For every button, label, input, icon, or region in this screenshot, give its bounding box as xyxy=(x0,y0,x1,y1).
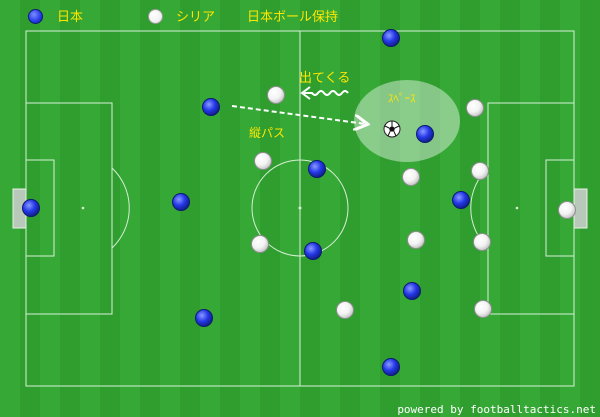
player-syria xyxy=(402,168,420,186)
right-goal xyxy=(573,188,588,229)
player-syria xyxy=(471,162,489,180)
left-penalty-spot xyxy=(81,206,85,210)
player-japan xyxy=(382,358,400,376)
legend-syria-label: シリア xyxy=(176,10,216,25)
player-japan xyxy=(195,309,213,327)
player-japan xyxy=(403,282,421,300)
player-syria xyxy=(336,301,354,319)
space-highlight xyxy=(354,80,460,162)
player-syria xyxy=(254,152,272,170)
legend-syria-marker xyxy=(148,9,163,24)
player-japan xyxy=(202,98,220,116)
player-syria xyxy=(466,99,484,117)
player-syria xyxy=(473,233,491,251)
vertical-pass-arrow xyxy=(231,105,366,124)
press-movement-arrow xyxy=(304,90,349,96)
japan-players xyxy=(22,29,470,376)
center-circle xyxy=(251,159,349,257)
player-japan xyxy=(172,193,190,211)
possession-label: 日本ボール保持 xyxy=(247,10,339,25)
player-syria xyxy=(407,231,425,249)
credit-text: powered by footballtactics.net xyxy=(397,403,596,416)
press-label: 出てくる xyxy=(299,71,351,86)
player-japan xyxy=(22,199,40,217)
legend-japan-label: 日本 xyxy=(57,10,84,25)
space-label: ｽﾍﾟｰｽ xyxy=(388,92,416,105)
player-japan xyxy=(416,125,434,143)
player-syria xyxy=(251,235,269,253)
vertical-pass-label: 縦パス xyxy=(249,126,286,140)
left-penalty-arc xyxy=(111,167,130,249)
player-syria xyxy=(474,300,492,318)
syria-players xyxy=(251,86,576,319)
player-japan xyxy=(308,160,326,178)
player-syria xyxy=(558,201,576,219)
ball xyxy=(383,120,401,138)
player-japan xyxy=(382,29,400,47)
right-penalty-spot xyxy=(515,206,519,210)
player-japan xyxy=(452,191,470,209)
player-japan xyxy=(304,242,322,260)
legend-japan-marker xyxy=(28,9,43,24)
center-spot xyxy=(298,206,302,210)
player-syria xyxy=(267,86,285,104)
press-arrow-head xyxy=(300,86,311,100)
